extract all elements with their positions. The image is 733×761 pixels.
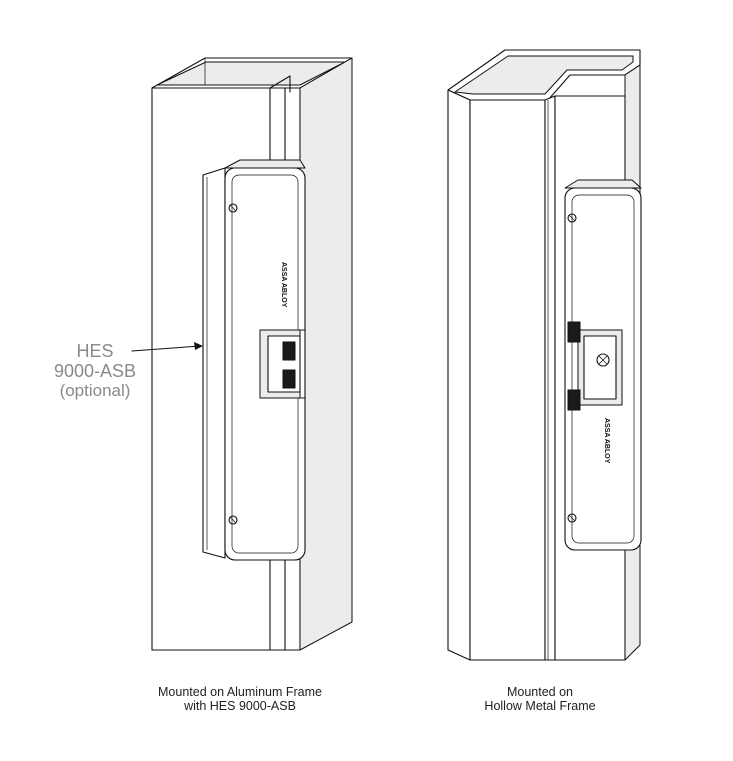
brand-mark-right: ASSA ABLOY [603,418,610,464]
electric-strike-left [202,159,306,561]
caption-right-line-1: Mounted on [506,685,574,699]
caption-hollow-metal-frame: Mounted on Hollow Metal Frame [430,685,650,713]
caption-left-line-2: with HES 9000-ASB [184,699,296,713]
asb-callout-label: HES 9000-ASB (optional) [40,341,150,401]
callout-line-3: (optional) [59,381,131,400]
callout-line-2: 9000-ASB [53,361,137,381]
caption-aluminum-frame: Mounted on Aluminum Frame with HES 9000-… [120,685,360,713]
caption-left-line-1: Mounted on Aluminum Frame [158,685,322,699]
electric-strike-right [564,179,642,551]
brand-mark-left: ASSA ABLOY [280,262,287,308]
caption-right-line-2: Hollow Metal Frame [484,699,596,713]
callout-arrow [131,342,203,352]
callout-line-1: HES [76,341,114,361]
